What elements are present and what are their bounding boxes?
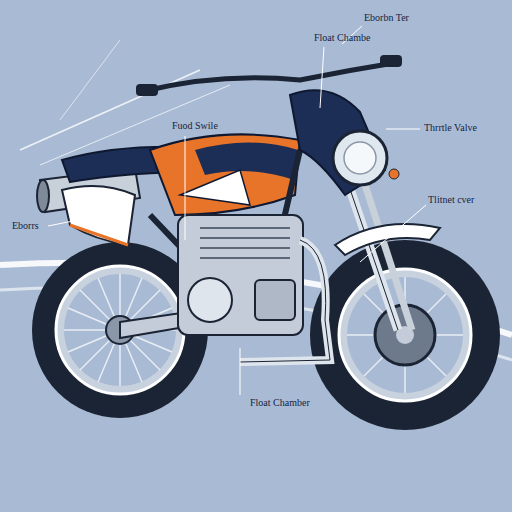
part-label: Float Chambe <box>314 32 370 44</box>
part-label: Thrrtle Valve <box>424 122 477 134</box>
part-label: Fuod Swile <box>172 120 218 132</box>
part-label: Eborrs <box>12 220 39 232</box>
part-label: Tlitnet cver <box>428 194 474 206</box>
part-label: Float Chamber <box>250 397 310 409</box>
part-label: Eborbn Ter <box>364 12 409 24</box>
